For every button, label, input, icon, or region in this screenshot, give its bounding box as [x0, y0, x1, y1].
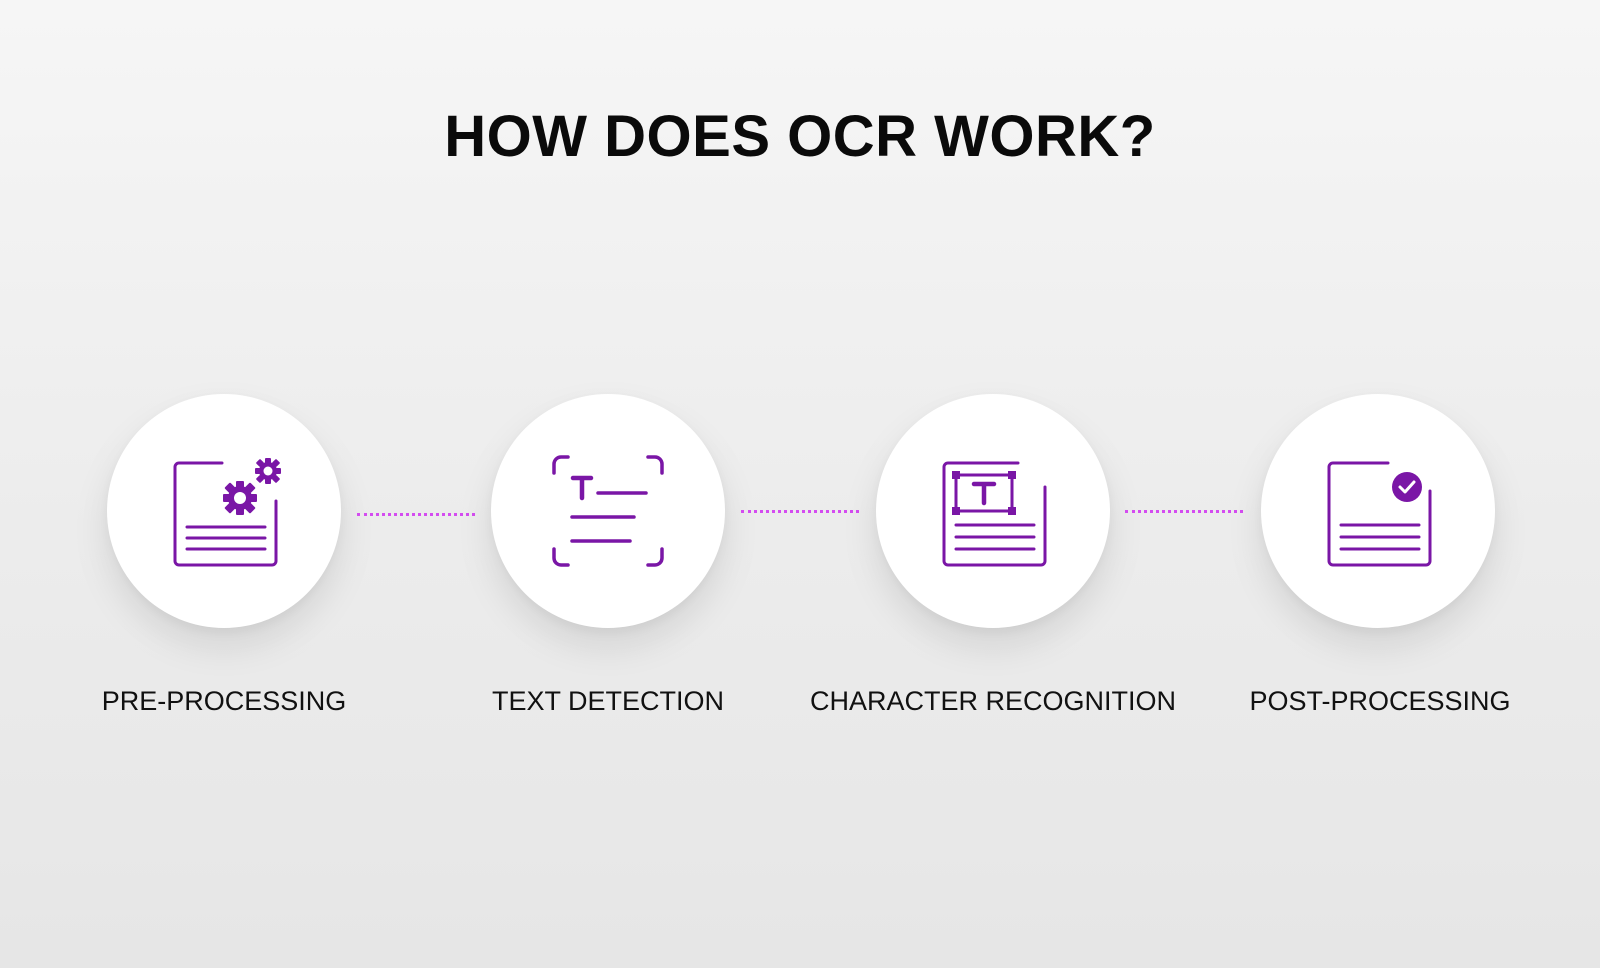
document-gears-icon [164, 451, 284, 571]
step-circle-text-detection [491, 394, 725, 628]
connector-3 [1125, 510, 1243, 513]
step-label-post-processing: POST-PROCESSING [1249, 686, 1511, 716]
connector-1 [357, 513, 475, 516]
text-scan-icon [548, 451, 668, 571]
document-text-box-icon [933, 451, 1053, 571]
step-label-pre-processing: PRE-PROCESSING [101, 686, 347, 716]
document-check-icon [1318, 451, 1438, 571]
step-circle-post-processing [1261, 394, 1495, 628]
step-circle-character-recognition [876, 394, 1110, 628]
step-label-character-recognition: CHARACTER RECOGNITION [809, 686, 1177, 716]
step-circle-pre-processing [107, 394, 341, 628]
page-title: HOW DOES OCR WORK? [444, 104, 1156, 169]
step-label-text-detection: TEXT DETECTION [491, 686, 725, 716]
connector-2 [741, 510, 859, 513]
